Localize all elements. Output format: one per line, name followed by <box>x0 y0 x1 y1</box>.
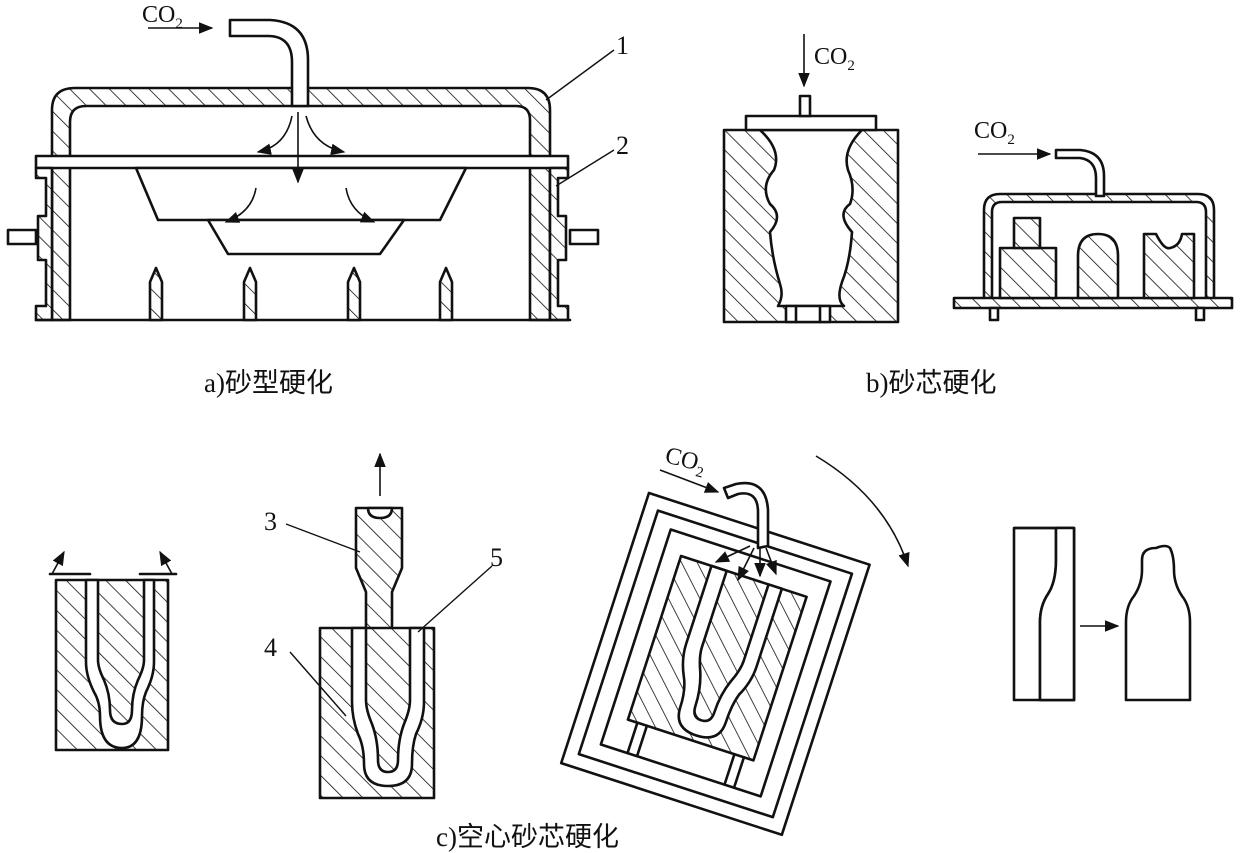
caption-c: c)空心砂芯硬化 <box>436 822 619 852</box>
panel-c-hollow-core-hardening: 3 4 5 CO2 c)空心砂芯硬化 <box>48 443 1192 852</box>
callout-2: 2 <box>616 131 629 160</box>
foot <box>988 306 1000 322</box>
flow-arrow <box>714 545 751 563</box>
callout-1: 1 <box>616 31 629 60</box>
flow-arrow <box>224 187 257 223</box>
vent-pin <box>242 266 258 322</box>
handle-left <box>6 228 38 246</box>
core-box-cavity <box>1038 526 1076 702</box>
gas-label: CO2 <box>142 2 183 32</box>
gas-label: CO2 <box>814 44 855 74</box>
core-block-top <box>1012 216 1042 250</box>
flow-arrow <box>256 115 293 155</box>
handle-right <box>568 228 600 246</box>
callout-4: 4 <box>264 633 277 662</box>
gas-inlet-pipe <box>228 18 310 108</box>
flow-arrow <box>305 115 346 156</box>
lift-arrow <box>146 550 174 575</box>
caption-a: a)砂型硬化 <box>204 368 333 398</box>
callout-5: 5 <box>490 543 503 572</box>
gas-feed-arrow <box>659 469 720 493</box>
finished-hollow-core <box>1124 544 1192 702</box>
vent-pin <box>438 266 454 322</box>
flow-arrow <box>765 547 777 576</box>
punch-top-recess <box>366 506 394 520</box>
hollow-core-channel <box>350 626 426 788</box>
gas-label: CO2 <box>662 443 709 482</box>
gas-inlet-pipe <box>1054 148 1106 198</box>
flask-flange-top <box>34 154 570 170</box>
core-saddle <box>1142 232 1196 300</box>
gas-label: CO2 <box>974 118 1015 148</box>
callout-3: 3 <box>264 507 277 536</box>
vent-pin <box>148 266 164 322</box>
hollow-core-channel <box>84 578 156 750</box>
gas-cap-plate <box>744 114 878 132</box>
flask-side-right <box>548 166 570 322</box>
core-box-vent <box>784 304 832 324</box>
mold-pattern-lower <box>206 218 406 256</box>
core-arch <box>1076 232 1120 300</box>
gas-inlet-pipe <box>722 481 770 550</box>
foot <box>1194 306 1206 322</box>
tilted-gassing-assembly <box>559 491 871 837</box>
caption-b: b)砂芯硬化 <box>866 368 997 398</box>
gas-cap-nozzle <box>798 94 812 118</box>
rotation-arrow <box>815 455 910 568</box>
core-block <box>998 246 1058 300</box>
panel-b-sand-core-hardening: CO2 CO2 b)砂芯硬化 <box>722 34 1234 398</box>
panel-a-sand-mold-hardening: CO2 1 2 a)砂型硬化 <box>6 2 629 398</box>
flask-side-left <box>34 166 54 322</box>
lift-arrow <box>50 550 80 575</box>
flow-arrow <box>345 187 376 223</box>
flow-arrow <box>737 547 755 582</box>
vent-pin <box>346 266 362 322</box>
mold-pattern-upper <box>134 166 468 222</box>
base-plate <box>952 296 1234 310</box>
hollow-core-channel <box>677 564 784 739</box>
core-cavity <box>758 128 864 308</box>
